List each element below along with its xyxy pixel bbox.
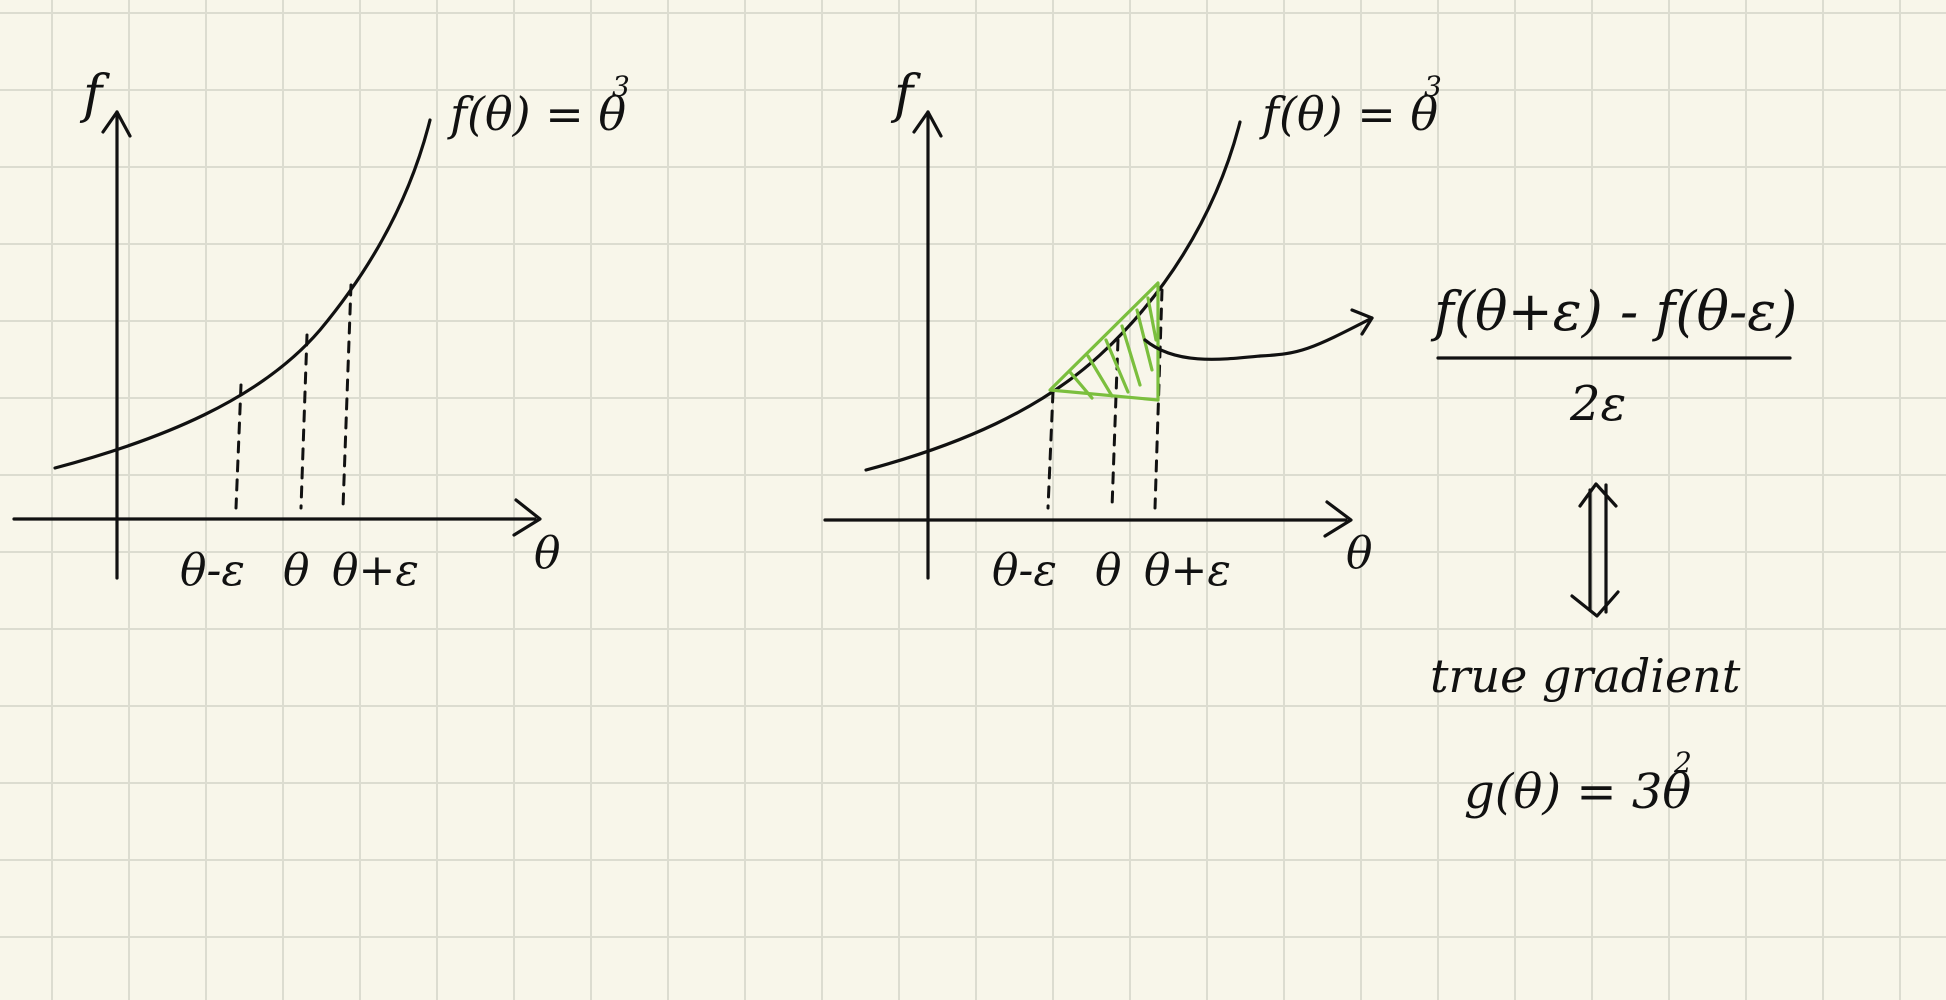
true-gradient-note: true gradient g(θ) = 3θ 2 (1430, 649, 1741, 820)
secant-hatch-2 (1086, 354, 1114, 398)
secant-hatch-4 (1120, 324, 1142, 387)
right-tick-theta: θ (1095, 545, 1122, 596)
right-tick-theta-plus-epsilon: θ+ε (1144, 545, 1231, 596)
left-tick-theta-minus-epsilon: θ-ε (180, 545, 245, 596)
right-y-axis-label: f (890, 65, 921, 125)
left-tick-theta-plus-epsilon: θ+ε (332, 545, 419, 596)
secant-hatch-1 (1068, 370, 1094, 400)
equivalence-arrow-bottom-head (1570, 590, 1620, 618)
right-y-arrowhead (912, 110, 943, 138)
right-dashed-line-minus (1046, 390, 1055, 510)
left-tick-theta: θ (283, 545, 310, 596)
true-gradient-exponent: 2 (1673, 746, 1692, 779)
true-gradient-label: true gradient (1430, 649, 1741, 703)
right-x-arrowhead (1323, 500, 1353, 538)
right-diagram: f θ f(θ) = θ 3 θ-ε θ θ+ε (823, 65, 1442, 596)
right-cubic-curve (864, 120, 1242, 472)
arrow-to-formula-head (1350, 308, 1374, 336)
right-function-exponent: 3 (1424, 70, 1442, 103)
left-y-arrowhead (101, 110, 132, 138)
left-cubic-curve (53, 118, 432, 470)
left-function-exponent: 3 (612, 70, 630, 103)
right-tick-theta-minus-epsilon: θ-ε (992, 545, 1057, 596)
left-function-label: f(θ) = θ (447, 87, 626, 141)
centered-difference-formula: f(θ+ε) - f(θ-ε) 2ε (1430, 280, 1797, 432)
left-dashed-line-center (299, 333, 309, 510)
secant-hatch-3 (1104, 338, 1130, 394)
equivalence-arrow-top-head (1578, 482, 1618, 508)
left-diagram: f θ f(θ) = θ 3 θ-ε θ θ+ε (12, 65, 630, 596)
left-x-arrowhead (512, 498, 542, 537)
equivalence-arrow (1570, 482, 1620, 618)
right-dashed-line-plus (1153, 288, 1164, 510)
left-dashed-line-plus (341, 283, 353, 510)
secant-triangle-highlight (1048, 281, 1160, 402)
secant-hatch-6 (1146, 296, 1158, 342)
right-x-axis-label: θ (1346, 528, 1373, 579)
true-gradient-expression: g(θ) = 3θ (1464, 764, 1691, 820)
formula-numerator: f(θ+ε) - f(θ-ε) (1430, 280, 1797, 343)
arrow-to-formula (1143, 316, 1374, 361)
left-x-axis-label: θ (534, 528, 561, 579)
formula-denominator: 2ε (1569, 376, 1626, 432)
right-function-label: f(θ) = θ (1259, 87, 1438, 141)
secant-triangle (1048, 281, 1160, 402)
left-y-axis-label: f (79, 65, 110, 125)
left-dashed-line-minus (234, 383, 243, 510)
